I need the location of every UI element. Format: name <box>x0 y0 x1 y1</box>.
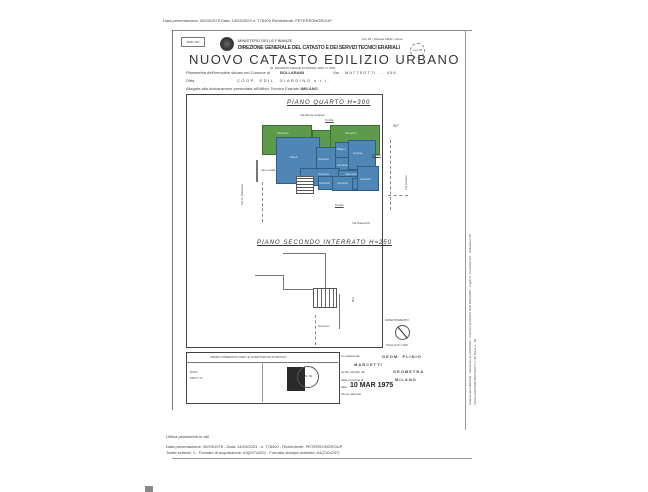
page-marker <box>145 486 153 492</box>
document-subtitle: (R. DECRETO-LEGGE 13 APRILE 1939, N. 652… <box>270 66 336 70</box>
stair-label: vano scala <box>261 168 276 172</box>
top-right-note: Lire 25 - Scheda Fabbr. nuova <box>362 37 403 41</box>
bottom-cortile-label: Cortile <box>335 203 344 207</box>
model-stamp: MOD. BN <box>181 37 205 47</box>
cortile-top-label: Cortile <box>325 118 334 122</box>
document-title: NUOVO CATASTO EDILIZIO URBANO <box>189 52 461 67</box>
wall-segment <box>283 289 313 290</box>
room-cucina <box>348 140 376 170</box>
side-note: Catasto dei Fabbricati - Situazione al 1… <box>468 234 477 406</box>
box-label: Box <box>351 296 355 302</box>
date-label: data <box>341 385 347 389</box>
compass-icon <box>395 325 410 340</box>
room-label: Bagno <box>337 147 346 151</box>
city-label: MILANO <box>395 377 417 382</box>
stamp-number: N. 54 <box>305 374 313 378</box>
room-label: Camera <box>337 163 348 167</box>
scale-label: SCALA DI 1:200 <box>386 343 408 347</box>
sheet-top-border <box>172 30 472 31</box>
postmark-circle <box>297 366 319 388</box>
plan-frame <box>186 94 383 348</box>
dashed-line <box>315 315 316 345</box>
sheet-right-border <box>465 30 466 430</box>
row1-comune: BOLLARAMI <box>280 70 304 75</box>
room-label: Camera <box>337 181 348 185</box>
side-right-label: Via Ceriani <box>404 175 408 190</box>
row2-label: Ditta <box>186 78 195 83</box>
reserved-label: SPAZIO RISERVATO PER LE ANNOTAZIONI D'UF… <box>210 355 287 359</box>
stair-block-lower <box>313 288 337 308</box>
sheet-left-border <box>172 30 173 410</box>
presentation-line: Data presentazione: 30/03/1975 Data: 14/… <box>163 18 332 23</box>
street-bottom-label: Via Piacentini <box>352 221 371 225</box>
bottom-note-3: Totale schede: 1 - Formato di acquisizio… <box>166 450 340 455</box>
room-label: Terrazzo <box>277 131 289 135</box>
north-mark: 30° <box>393 123 400 128</box>
upper-plan-title: PIANO QUARTO H=300 <box>287 100 371 106</box>
lire-badge: Lire 25 <box>410 43 425 58</box>
provincia-label: della provincia di <box>341 378 364 382</box>
wall-segment <box>256 160 258 182</box>
access-label: Accesso <box>318 324 330 328</box>
room-label: Camera <box>318 172 329 176</box>
room-label: Camera <box>360 177 371 181</box>
room-label: Cucina <box>353 151 363 155</box>
row1-via: MATTEOTTI ... 458 <box>345 70 397 75</box>
room-label: Ingresso <box>345 172 357 176</box>
room-bagno-2 <box>352 178 358 190</box>
annotations-box <box>186 352 340 404</box>
surveyor-name: MARCETTI <box>354 362 383 367</box>
annotations-col-divider <box>262 362 263 402</box>
dashed-line <box>388 195 408 196</box>
row3-value: MILANO <box>302 86 318 91</box>
wall-segment <box>325 253 326 298</box>
room-label: Camera <box>319 181 330 185</box>
bottom-note-1: Ultima planimetria in atti <box>166 434 209 439</box>
emblem-icon <box>220 37 234 51</box>
date-stamp: 10 MAR 1975 <box>350 382 394 389</box>
room-camera-6 <box>318 176 333 190</box>
compiled-label: Compilata dal <box>341 354 360 358</box>
surveyor-role: GEOMETRA <box>393 369 425 374</box>
wall-segment <box>283 275 284 289</box>
room-label: Camera <box>318 157 329 161</box>
dashed-line <box>262 182 263 222</box>
row2-value: COOP. EDIL. GIARDINO s.r.l. <box>237 78 331 83</box>
room-label: Terrazzo <box>345 131 357 135</box>
room-label: SALA <box>290 155 298 159</box>
iscritto-label: Iscritto all'Albo dei <box>341 370 366 374</box>
data-label: DATA <box>190 370 198 374</box>
row1-via-label: Via <box>333 70 339 75</box>
row3-label: Allegata alla dichiarazione presentata a… <box>186 86 304 91</box>
cortile-right-label: Cortile <box>372 153 381 157</box>
street-top-label: Via Monte Grappa <box>300 113 325 117</box>
lower-plan-title: PIANO SECONDO INTERRATO H=250 <box>257 240 392 246</box>
signature: Firma: Marcetti <box>341 392 362 396</box>
orientation-label: ORIENTAMENTO <box>385 318 409 322</box>
side-note-line-2: VIALE GIACOMO MATTEOTTI n. 96 Piano 4 - … <box>473 338 477 405</box>
surveyor-title: GEOM. PLINIO <box>382 354 422 359</box>
bottom-note-2: Data presentazione: 30/03/1975 - Data: 1… <box>166 444 343 449</box>
prot-label: PROT. N° <box>190 376 204 380</box>
wall-segment <box>283 253 325 254</box>
sheet-bottom-border <box>172 458 472 459</box>
directorate-label: DIREZIONE GENERALE DEL CATASTO E DEI SER… <box>238 45 400 51</box>
side-left-label: Via G. Matteotti <box>240 184 244 205</box>
ministry-label: MINISTERO DELLE FINANZE <box>238 38 293 43</box>
wall-segment <box>339 294 340 329</box>
row1-label: Planimetria dell'immobile situato nel Co… <box>186 70 270 75</box>
wall-segment <box>255 275 283 276</box>
stair-block <box>296 176 314 194</box>
dashed-line <box>390 140 391 210</box>
